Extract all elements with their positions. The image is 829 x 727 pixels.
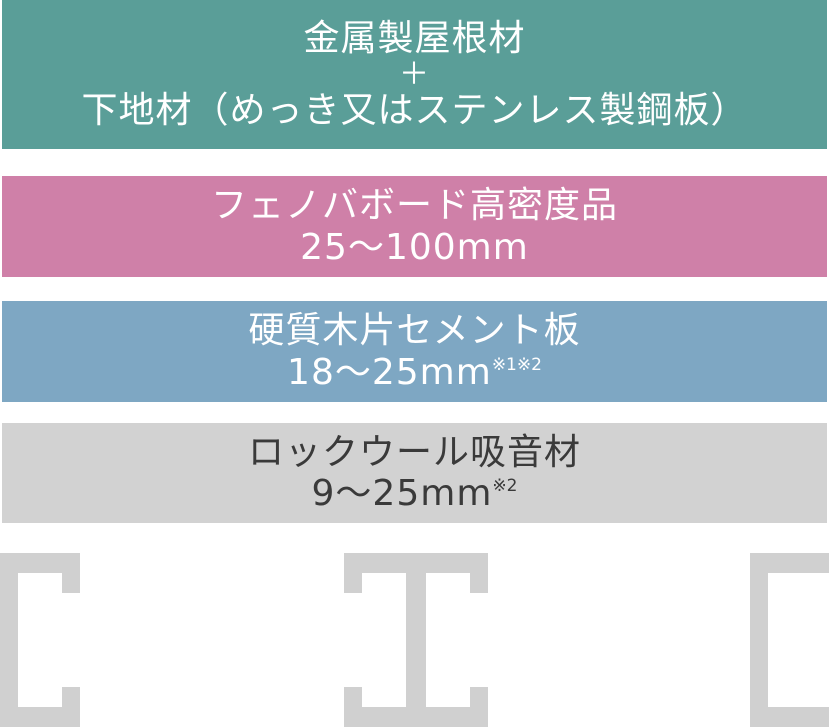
plus-sign: ＋ xyxy=(399,56,430,92)
cement-board-label: 硬質木片セメント板 xyxy=(248,310,581,352)
rockwool-thickness: 9～25mm xyxy=(311,473,493,514)
phenol-board-label: フェノバボード高密度品 xyxy=(210,185,618,227)
layer-cement-board: 硬質木片セメント板 18～25mm※1※2 xyxy=(2,301,827,402)
cement-board-thickness: 18～25mm xyxy=(287,351,492,393)
h-beam-center xyxy=(344,553,488,727)
base-material-label: 下地材（めっき又はステンレス製鋼板） xyxy=(81,89,748,131)
metal-roofing-label: 金属製屋根材 xyxy=(303,18,526,60)
c-channel-left xyxy=(0,553,80,727)
steel-frame-profiles xyxy=(0,553,829,727)
phenol-board-thickness: 25～100mm xyxy=(300,226,529,268)
c-channel-right xyxy=(750,553,829,727)
cement-board-note: ※1※2 xyxy=(491,354,542,375)
layer-phenol-board: フェノバボード高密度品 25～100mm xyxy=(2,176,827,277)
layer-rockwool: ロックウール吸音材 9～25mm※2 xyxy=(2,423,827,523)
rockwool-note: ※2 xyxy=(492,476,518,496)
rockwool-label: ロックウール吸音材 xyxy=(247,431,581,473)
cement-board-thickness-row: 18～25mm※1※2 xyxy=(287,352,542,393)
layer-metal-roofing: 金属製屋根材 ＋ 下地材（めっき又はステンレス製鋼板） xyxy=(2,0,827,149)
rockwool-thickness-row: 9～25mm※2 xyxy=(312,473,518,514)
